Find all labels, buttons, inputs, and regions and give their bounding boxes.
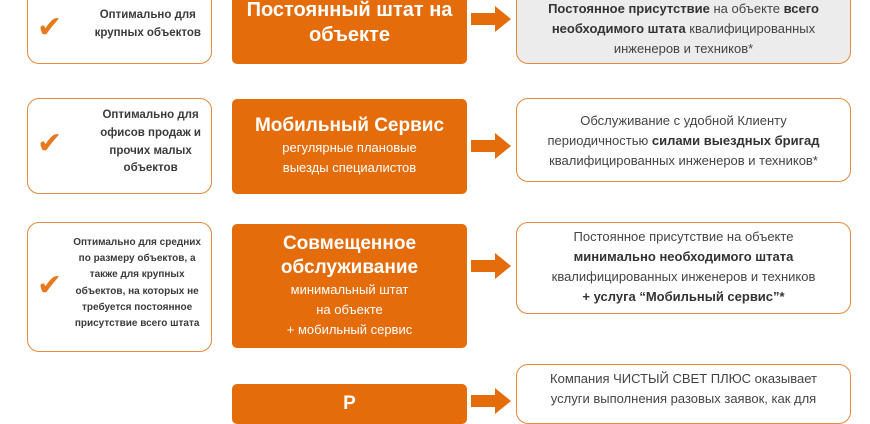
left-line: крупных объектов bbox=[94, 26, 201, 39]
description-line: квалифицированных инженеров и техников* bbox=[549, 153, 818, 169]
arrow-right-icon bbox=[471, 6, 511, 32]
left-line: присутствие всего штата bbox=[74, 317, 200, 329]
description-line: Обслуживание с удобной Клиенту bbox=[580, 113, 787, 128]
service-subtitle: регулярные плановые bbox=[282, 139, 417, 155]
left-line: требуется постоянное bbox=[82, 301, 193, 313]
description-line: минимально необходимого штата bbox=[573, 249, 794, 265]
service-type-box: Совмещенное обслуживание минимальный шта… bbox=[232, 224, 467, 348]
service-type-box: Мобильный Сервис регулярные плановые вые… bbox=[232, 99, 467, 194]
left-line: также для крупных bbox=[89, 269, 185, 281]
description-line: Постоянное присутствие на объекте bbox=[573, 229, 794, 244]
description-line: + услуга “Мобильный сервис”* bbox=[582, 289, 785, 305]
description-box: Постоянное присутствие на объекте всего … bbox=[516, 0, 851, 64]
checkmark-icon: ✔ bbox=[37, 127, 63, 160]
left-line: Оптимально для bbox=[102, 109, 199, 121]
service-subtitle: выезды специалистов bbox=[282, 159, 417, 175]
description-box: Постоянное присутствие на объекте минима… bbox=[516, 222, 851, 314]
service-type-box: Р bbox=[232, 384, 467, 424]
service-title: Мобильный Сервис bbox=[254, 115, 445, 136]
left-line: Оптимально для bbox=[99, 9, 196, 21]
description-line: необходимого штата квалифицированных bbox=[551, 21, 816, 37]
service-title: Совмещенное bbox=[282, 233, 417, 254]
service-subtitle: + мобильный сервис bbox=[286, 321, 413, 337]
description-line: Постоянное присутствие на объекте всего bbox=[548, 1, 819, 16]
left-note-text: Оптимально для офисов продаж и прочих ма… bbox=[100, 107, 201, 178]
left-line: объектов, на которых не bbox=[75, 285, 199, 297]
left-note-text: Оптимально для средних по размеру объект… bbox=[73, 235, 201, 332]
description-box: Обслуживание с удобной Клиенту периодичн… bbox=[516, 98, 851, 182]
description-line: периодичностью силами выездных бригад bbox=[547, 133, 820, 149]
left-line: по размеру объектов, а bbox=[78, 253, 196, 265]
left-line: прочих малых bbox=[109, 144, 192, 157]
arrow-right-icon bbox=[471, 133, 511, 159]
arrow-right-icon bbox=[471, 388, 511, 414]
left-note-box: ✔ Оптимально для средних по размеру объе… bbox=[27, 222, 212, 352]
checkmark-icon: ✔ bbox=[37, 269, 63, 302]
description-line: квалифицированных инженеров и техников bbox=[551, 269, 816, 285]
service-title: Р bbox=[343, 393, 356, 414]
description-box: Компания ЧИСТЫЙ СВЕТ ПЛЮС оказывает услу… bbox=[516, 364, 851, 424]
service-type-box: Постоянный штат на объекте bbox=[232, 0, 467, 64]
left-note-box: ✔ Оптимально для крупных объектов bbox=[27, 0, 212, 64]
service-subtitle: минимальный штат bbox=[290, 281, 409, 297]
left-line: объектов bbox=[123, 162, 178, 175]
left-note-box: ✔ Оптимально для офисов продаж и прочих … bbox=[27, 98, 212, 194]
left-note-text: Оптимально для крупных объектов bbox=[95, 7, 201, 43]
service-title: Постоянный штат на bbox=[246, 0, 453, 21]
description-line: Компания ЧИСТЫЙ СВЕТ ПЛЮС оказывает bbox=[550, 371, 817, 386]
service-title: объекте bbox=[309, 24, 390, 46]
description-line: инженеров и техников* bbox=[613, 41, 754, 57]
service-subtitle: на объекте bbox=[316, 301, 383, 317]
service-title: обслуживание bbox=[280, 256, 419, 278]
left-line: офисов продаж и bbox=[100, 126, 201, 139]
left-line: Оптимально для средних bbox=[73, 237, 201, 248]
arrow-right-icon bbox=[471, 253, 511, 279]
checkmark-icon: ✔ bbox=[37, 11, 63, 44]
description-line: услуги выполнения разовых заявок, как дл… bbox=[550, 391, 817, 407]
